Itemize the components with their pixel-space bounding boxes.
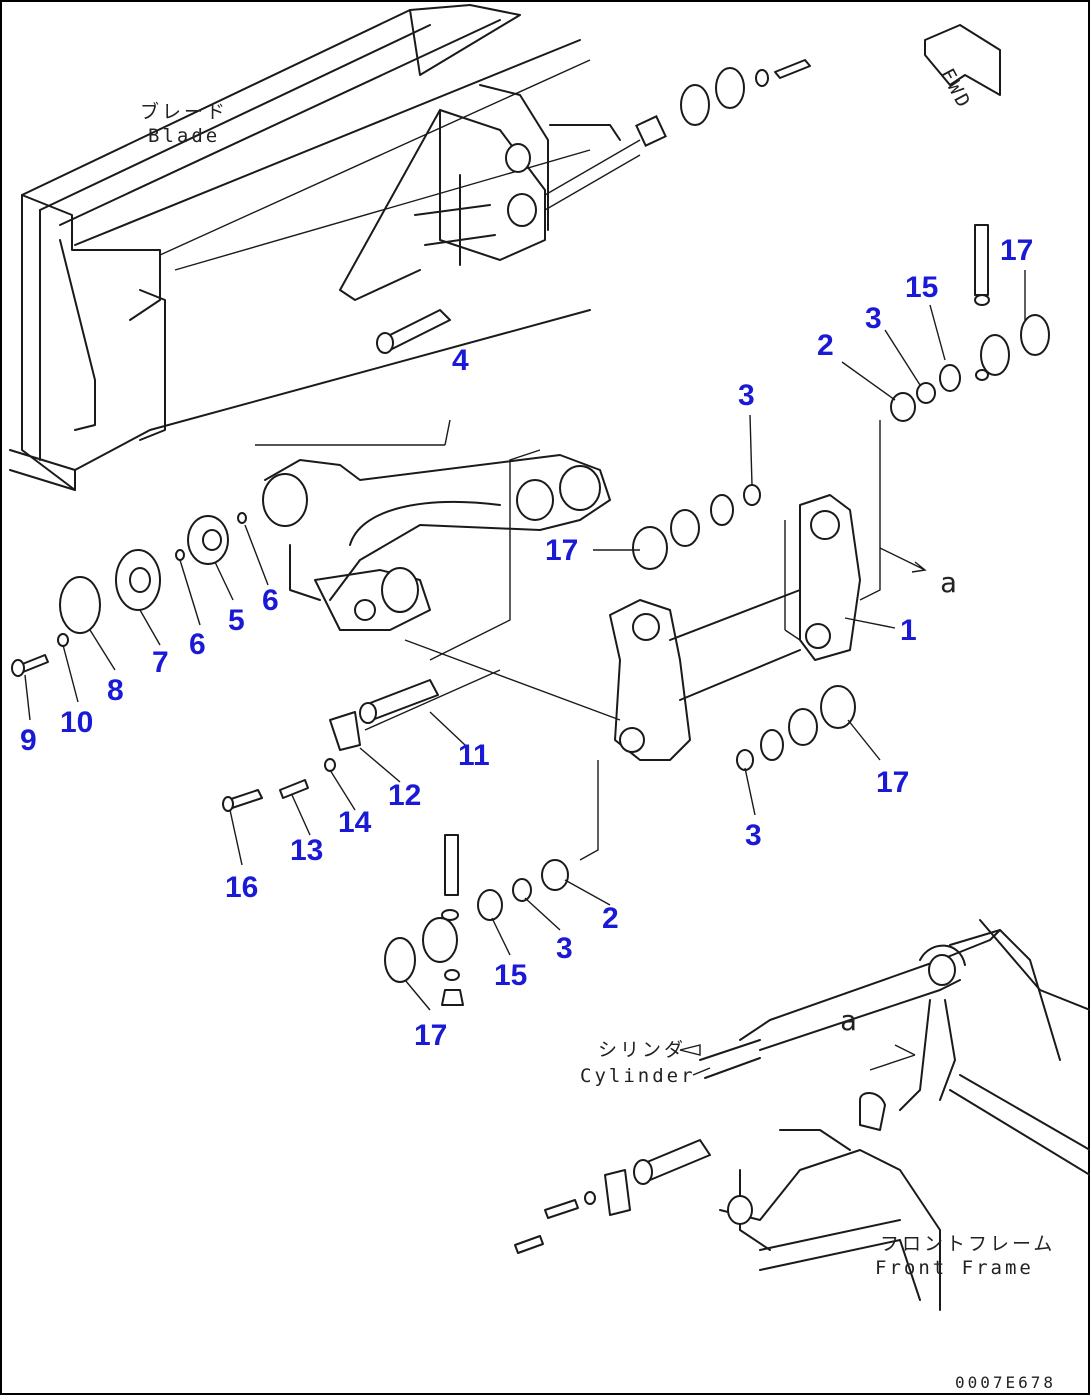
blade [9,4,591,491]
shims [632,484,856,771]
callout-9: 9 [20,724,37,757]
view-a-label: a [940,566,960,599]
callout-15-top: 15 [905,271,938,304]
front-frame-label-jp: フロントフレーム [880,1233,1055,1255]
callout-17-right: 17 [876,766,909,799]
blade-label-en: Blade [148,125,220,147]
lower-pin-assembly [222,449,621,812]
blade-bracket [339,84,641,301]
callout-3-top: 3 [865,302,882,335]
callout-7: 7 [152,646,169,679]
callout-17-bottom: 17 [414,1019,447,1052]
fwd-arrow: FWD [924,24,1001,114]
callout-17-top: 17 [1000,234,1033,267]
upper-pin-hardware [376,59,811,354]
bushing-stack [11,512,247,677]
callout-2-lower: 2 [602,902,619,935]
view-a-detail-label: a [840,1004,860,1037]
callout-15-bottom: 15 [494,959,527,992]
detail-a-front-frame [514,919,1090,1311]
callout-6-lower: 6 [189,628,206,661]
cylinder-label-en: Cylinder [580,1065,696,1087]
callout-13: 13 [290,834,323,867]
drawing-code: 0007E678 [955,1373,1056,1392]
cylinder-leader [679,1044,711,1076]
callout-3-bottom: 3 [556,932,573,965]
part-4-a-frame [255,419,611,631]
callout-14: 14 [338,806,372,839]
callout-12: 12 [388,779,421,812]
callout-6-upper: 6 [262,584,279,617]
callout-16: 16 [225,871,258,904]
callout-11: 11 [458,739,490,772]
callout-3-mid: 3 [738,379,755,412]
callout-5: 5 [228,604,245,637]
view-a-arrow [879,547,927,573]
callout-4: 4 [452,344,469,377]
callout-8: 8 [107,674,124,707]
front-frame-label-en: Front Frame [875,1257,1034,1279]
callout-numbers: 4 17 15 3 2 3 17 5 6 6 7 8 9 10 1 11 12 … [20,234,1033,1052]
fwd-label: FWD [936,65,976,114]
right-upper-hardware [859,224,1050,601]
callout-leaders [24,270,1026,1011]
lower-right-hardware [384,760,599,1006]
callout-1: 1 [900,614,917,647]
callout-17-mid: 17 [545,534,578,567]
callout-3-lower: 3 [745,819,762,852]
callout-10: 10 [60,706,93,739]
blade-label-jp: ブレード [140,100,228,123]
callout-2-top: 2 [817,329,834,362]
cylinder-label-jp: シリンダ [598,1039,686,1061]
part-1-frame [609,494,861,761]
